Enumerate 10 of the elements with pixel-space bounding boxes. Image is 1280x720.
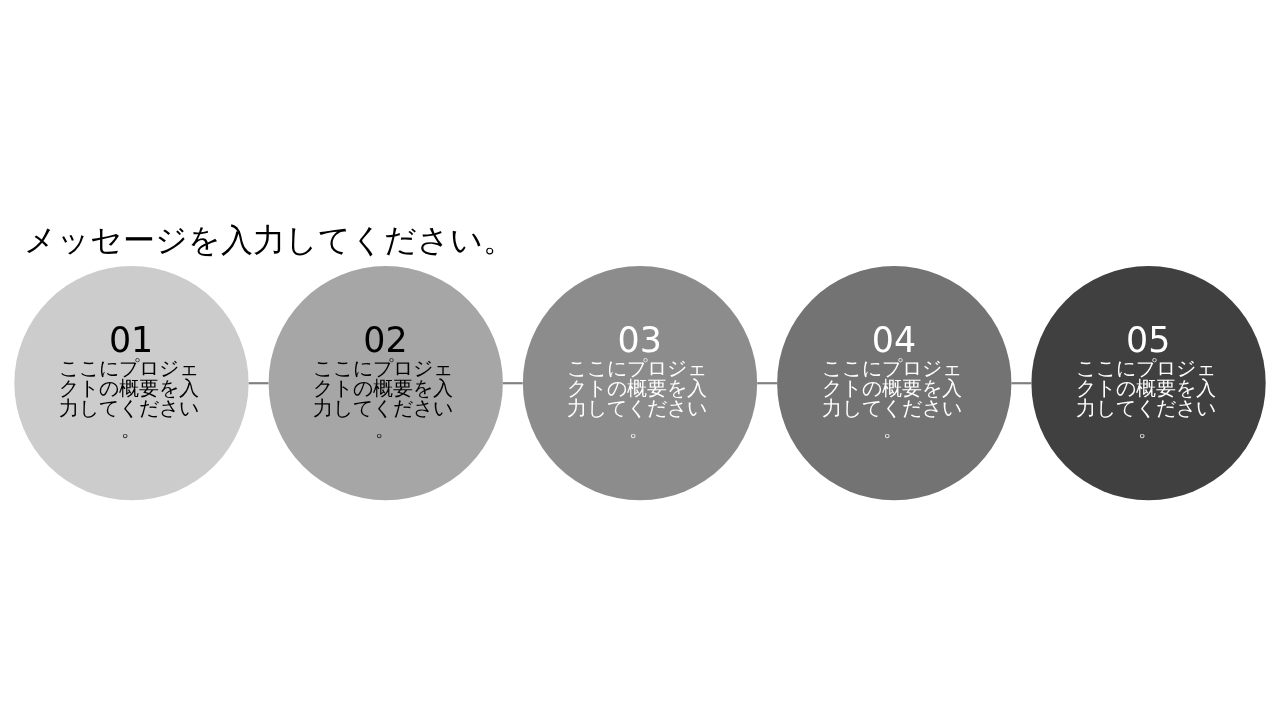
connector [1011, 382, 1032, 385]
node-circle: 04 ここにプロジェクトの概要を入力してください。 [777, 266, 1012, 501]
diagram-title: メッセージを入力してください。 [23, 221, 515, 260]
node-circle: 01 ここにプロジェクトの概要を入力してください。 [14, 266, 249, 501]
connector [502, 382, 523, 385]
node-circle: 02 ここにプロジェクトの概要を入力してください。 [268, 266, 503, 501]
connector [248, 382, 269, 385]
connector [757, 382, 777, 385]
node-circle: 05 ここにプロジェクトの概要を入力してください。 [1031, 266, 1266, 501]
node-circle: 03 ここにプロジェクトの概要を入力してください。 [522, 266, 758, 501]
